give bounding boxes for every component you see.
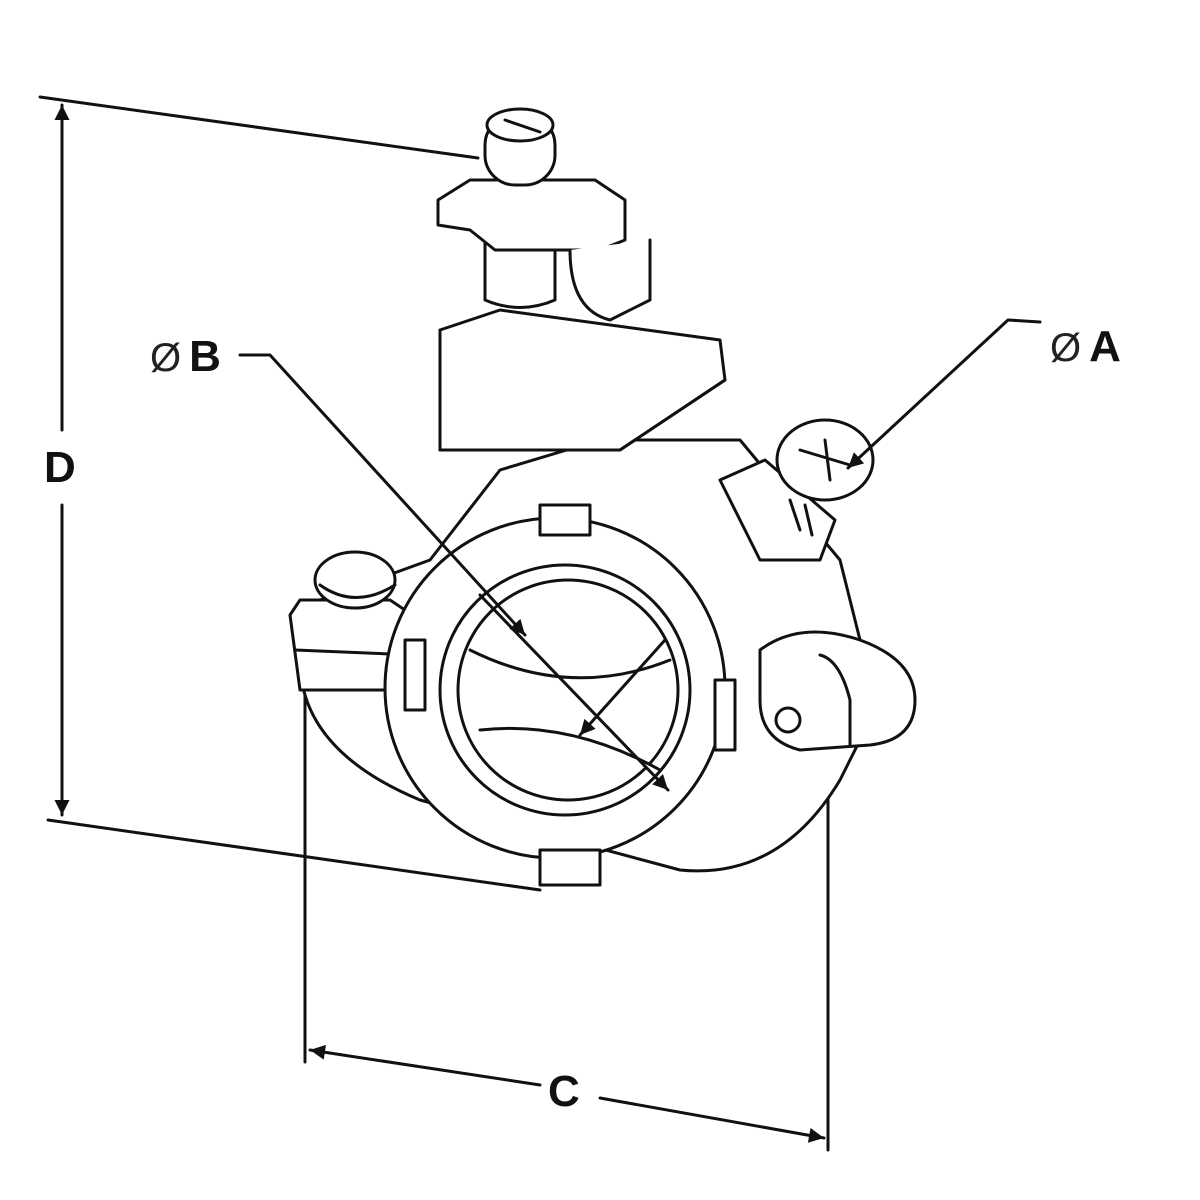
label-d: D bbox=[44, 443, 76, 492]
label-a-text: A bbox=[1089, 322, 1121, 371]
dimension-d bbox=[38, 95, 542, 892]
diameter-symbol: Ø bbox=[150, 336, 182, 380]
conduit-ring bbox=[383, 503, 737, 887]
diameter-symbol: Ø bbox=[1050, 326, 1082, 370]
dimension-c bbox=[303, 688, 830, 1152]
label-c: C bbox=[548, 1067, 580, 1116]
dimension-a bbox=[846, 318, 1042, 470]
dimension-b bbox=[238, 353, 670, 792]
label-b-text: B bbox=[189, 332, 221, 381]
